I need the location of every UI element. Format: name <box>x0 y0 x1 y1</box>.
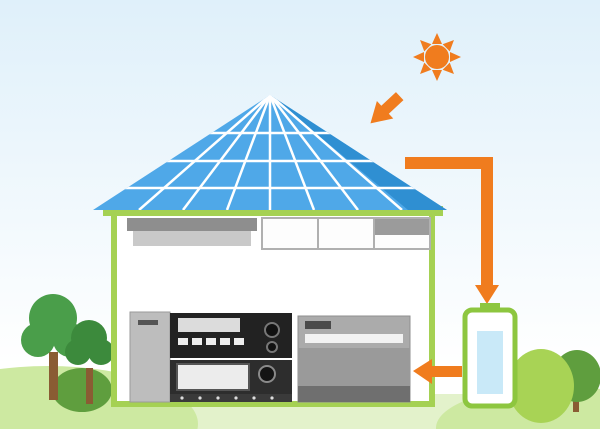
sun-ray <box>450 52 461 62</box>
sun-ray <box>413 52 424 62</box>
arrow-sun-to-panel-icon <box>370 92 404 124</box>
range-hood-top <box>127 218 257 231</box>
tree-small <box>65 320 114 404</box>
tree-canopy <box>29 294 77 342</box>
dishwasher-door <box>298 348 410 386</box>
dishwasher <box>297 315 411 403</box>
trees-left <box>21 294 114 412</box>
roof-panel-shaded-edge <box>270 95 447 210</box>
sun-ray <box>442 62 454 74</box>
microwave-window <box>176 363 250 391</box>
bush-left <box>52 368 112 412</box>
tree-trunk <box>49 352 58 400</box>
knob-strip-dots <box>180 396 274 400</box>
microwave-knob <box>258 365 276 383</box>
control-knob <box>264 322 280 338</box>
house <box>93 95 447 407</box>
upper-floor <box>127 217 431 250</box>
tree-canopy <box>71 320 107 356</box>
dishwasher-slot <box>305 334 403 343</box>
kitchen-unit <box>129 311 292 403</box>
cabinet <box>129 311 171 403</box>
eave-band <box>103 206 443 216</box>
sun-ray <box>420 62 432 74</box>
bush-trunk <box>573 394 579 412</box>
battery <box>462 303 518 409</box>
dishwasher-kickplate <box>298 386 410 402</box>
knob-strip <box>170 394 292 402</box>
sun-core <box>425 45 449 69</box>
range-hood-body <box>133 231 251 246</box>
arrow-panel-to-battery-icon <box>405 157 499 304</box>
sun-ray <box>432 70 442 81</box>
bushes-right <box>508 349 600 423</box>
window-pane-gray <box>375 219 429 235</box>
sun-icon <box>413 33 461 81</box>
control-buttons <box>178 338 244 345</box>
control-knob <box>266 341 278 353</box>
battery-cell <box>477 331 503 394</box>
arrow-battery-to-appliances-icon <box>413 359 462 384</box>
dishwasher-control <box>305 321 331 329</box>
sun-ray <box>442 40 454 52</box>
bush-yellow-green <box>508 349 574 423</box>
cabinet-handle <box>138 320 158 325</box>
control-display <box>178 318 240 332</box>
sun-ray <box>432 33 442 44</box>
sun-ray <box>420 40 432 52</box>
tree-trunk <box>86 368 93 404</box>
